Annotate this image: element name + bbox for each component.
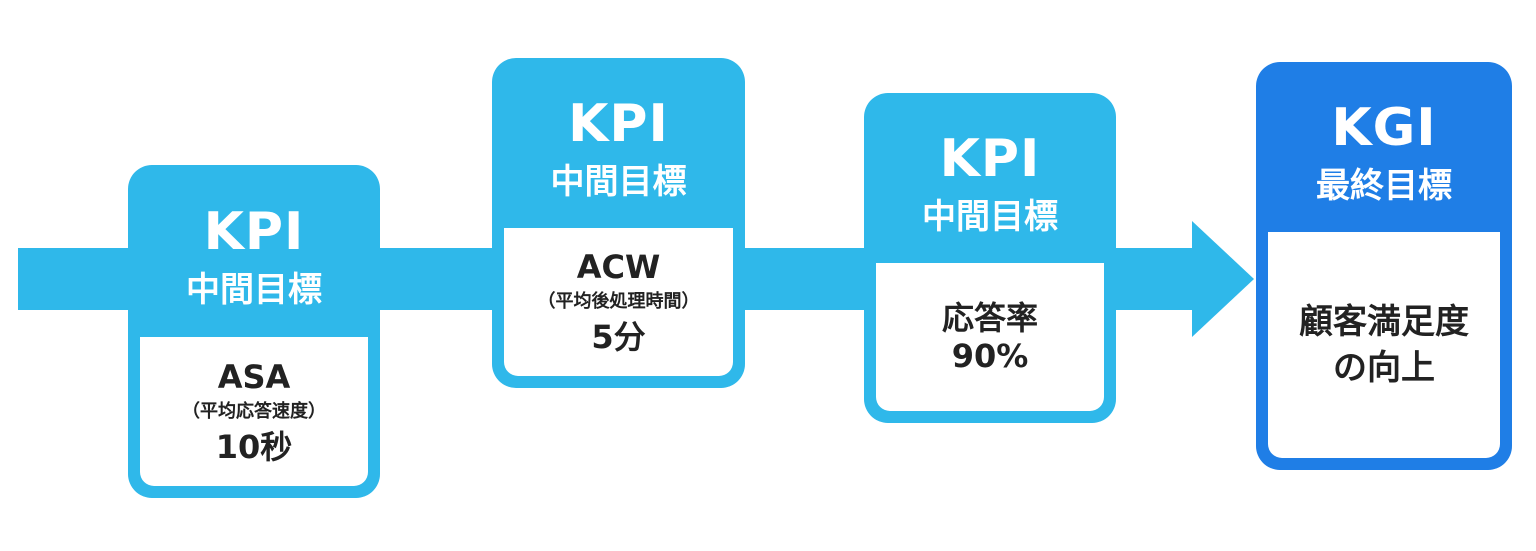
- flow-arrow-segment-1: [370, 248, 505, 310]
- metric-value: 90%: [951, 337, 1029, 375]
- flow-arrow-segment-3: [1105, 248, 1195, 310]
- kpi-card-body: 応答率 90%: [876, 263, 1104, 411]
- kpi-card-acw: KPI 中間目標 ACW （平均後処理時間） 5分: [492, 58, 745, 388]
- metric-value: 5分: [591, 318, 646, 356]
- metric-name: ACW: [576, 248, 661, 286]
- metric-detail: （平均応答速度）: [182, 400, 326, 422]
- card-title: KPI: [939, 129, 1041, 189]
- card-title: KGI: [1331, 98, 1437, 158]
- kgi-card-goal: KGI 最終目標 顧客満足度 の向上: [1256, 62, 1512, 470]
- kpi-card-body: ASA （平均応答速度） 10秒: [140, 337, 368, 486]
- metric-name: ASA: [217, 357, 291, 396]
- card-subtitle: 中間目標: [922, 197, 1058, 237]
- metric-detail: （平均後処理時間）: [537, 291, 700, 312]
- metric-value: 10秒: [215, 427, 293, 466]
- kpi-card-header: KPI 中間目標: [504, 70, 733, 228]
- kpi-card-answer-rate: KPI 中間目標 応答率 90%: [864, 93, 1116, 423]
- kgi-card-header: KGI 最終目標: [1268, 74, 1500, 232]
- card-subtitle: 中間目標: [550, 162, 687, 202]
- card-title: KPI: [568, 94, 669, 154]
- kpi-card-header: KPI 中間目標: [876, 105, 1104, 263]
- goal-line-2: の向上: [1333, 348, 1435, 388]
- kgi-card-body: 顧客満足度 の向上: [1268, 232, 1500, 458]
- kpi-card-header: KPI 中間目標: [140, 177, 368, 337]
- card-subtitle: 中間目標: [186, 270, 322, 310]
- kpi-card-asa: KPI 中間目標 ASA （平均応答速度） 10秒: [128, 165, 380, 498]
- goal-line-1: 顧客満足度: [1299, 302, 1469, 342]
- flow-arrow-head-icon: [1192, 221, 1254, 337]
- flow-arrow-segment-start: [18, 248, 138, 310]
- card-subtitle: 最終目標: [1316, 166, 1452, 206]
- flow-arrow-segment-2: [735, 248, 875, 310]
- kpi-card-body: ACW （平均後処理時間） 5分: [504, 228, 733, 376]
- metric-name: 応答率: [941, 299, 1038, 337]
- card-title: KPI: [203, 202, 305, 262]
